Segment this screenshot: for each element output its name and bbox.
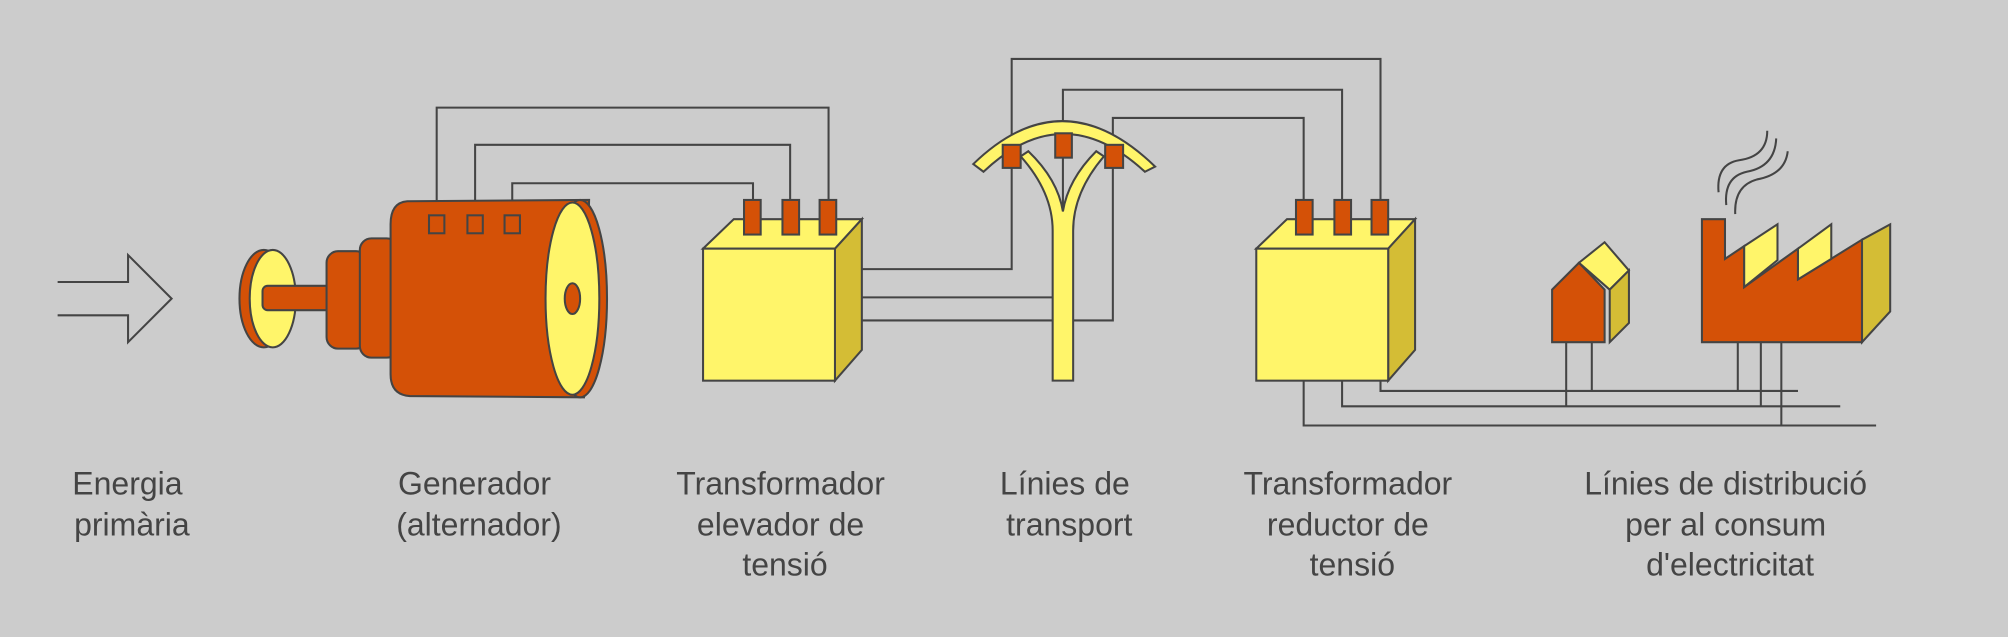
transmission-tower-icon	[971, 120, 1157, 382]
label-step-down-transformer: Transformador reductor de tensió	[1244, 466, 1462, 583]
primary-energy-arrow-icon	[57, 252, 174, 345]
generator-wires	[435, 106, 830, 216]
step-down-transformer-icon	[1253, 198, 1418, 384]
factory-icon	[1700, 218, 1892, 345]
label-generator: Generador (alternador)	[396, 466, 561, 543]
house-icon	[1551, 240, 1631, 345]
step-up-transformer-icon	[700, 198, 865, 384]
transport-wires	[861, 57, 1382, 322]
smoke-icon	[1717, 130, 1789, 215]
label-primary-energy: Energia primària	[72, 466, 191, 543]
label-step-up-transformer: Transformador elevador de tensió	[676, 466, 894, 583]
distribution-wires	[1302, 342, 1877, 427]
label-distribution-lines: Línies de distribució per al consum d'el…	[1584, 466, 1876, 583]
label-transport-lines: Línies de transport	[1000, 466, 1139, 543]
generator-icon	[238, 198, 609, 399]
